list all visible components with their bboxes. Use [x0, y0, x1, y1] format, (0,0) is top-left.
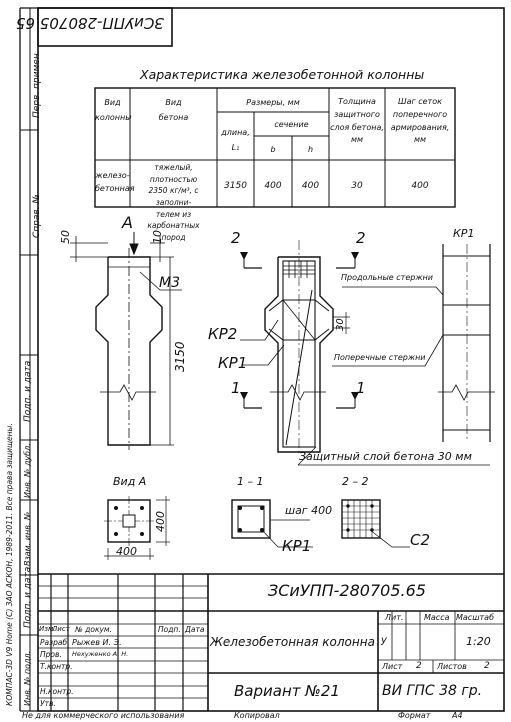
- stamp-razrab: Разраб.: [40, 638, 70, 647]
- table-title: Характеристика железобетонной колонны: [140, 67, 425, 82]
- stamp-nkontr: Н.контр.: [40, 687, 74, 696]
- view-arrow-a-label: A: [122, 213, 133, 232]
- th-length: длина,L₁: [221, 128, 250, 153]
- label-kp2: КР2: [208, 325, 238, 343]
- section-mark-2-right: 2: [356, 229, 366, 247]
- stamp-prov-name: Нехуженко А. Н.: [72, 650, 129, 658]
- side-vzam: Взам. инв. №: [23, 511, 32, 566]
- td-kind: железо-бетонная: [95, 171, 135, 193]
- label-c2: С2: [410, 531, 431, 549]
- stamp-h-data: Дата: [185, 625, 205, 634]
- stamp-group: ВИ ГПС 38 гр.: [382, 683, 483, 699]
- stamp-masshtab: Масштаб: [456, 613, 495, 622]
- section-mark-1-right: 1: [356, 379, 366, 397]
- stamp-code: ЗСиУПП-280705.65: [268, 581, 426, 600]
- stamp-tkontr: Т.контр.: [40, 662, 73, 671]
- td-h: 400: [301, 181, 320, 191]
- stamp-name: Железобетонная колонна: [210, 635, 375, 649]
- th-section: сечение: [274, 120, 309, 129]
- stamp-razrab-name: Рыжев И. Э.: [72, 638, 122, 647]
- td-b: 400: [264, 181, 282, 191]
- stamp-variant: Вариант №21: [234, 682, 340, 700]
- td-mesh: 400: [411, 181, 429, 191]
- stamp-h-izm: Изм.: [39, 625, 56, 633]
- stamp-lit-value: у: [381, 635, 387, 646]
- label-kp1-right: КР1: [453, 227, 475, 240]
- side-podp-data-2: Подп. и дата: [23, 566, 33, 628]
- stamp-prov: Пров.: [40, 650, 62, 659]
- note-step: шаг 400: [285, 504, 333, 517]
- top-code: ЗСиУПП-280705.65: [15, 14, 164, 32]
- stamp-lit: Лит.: [385, 613, 404, 622]
- side-perv: Перв. примен.: [32, 50, 42, 118]
- dim-3150: 3150: [173, 341, 187, 372]
- stamp-listov-value: 2: [484, 661, 490, 671]
- stamp-list-label: Лист: [382, 662, 403, 671]
- footer-format-label: Формат: [398, 711, 431, 720]
- note-cover: Защитный слой бетона 30 мм: [299, 450, 472, 463]
- side-sprav: Справ. №: [32, 194, 42, 238]
- th-b: b: [270, 145, 276, 154]
- side-podp-data-1: Подп. и дата: [23, 360, 33, 422]
- stamp-h-podp: Подп.: [158, 625, 181, 634]
- note-longitudinal: Продольные стержни: [341, 273, 433, 282]
- stamp-h-list: Лист: [52, 625, 70, 633]
- section-mark-1-left: 1: [231, 379, 241, 397]
- dim-50: 50: [59, 230, 72, 244]
- label-kp1-mid: КР1: [218, 354, 248, 372]
- footer-format-value: А4: [452, 711, 463, 720]
- dim-30: 30: [335, 318, 346, 331]
- dim-400-side: 400: [154, 511, 167, 532]
- stamp-scale: 1:20: [466, 635, 491, 648]
- section-2-2-title: 2 – 2: [342, 475, 369, 488]
- th-sizes: Размеры, мм: [246, 98, 300, 107]
- th-h: h: [307, 145, 314, 154]
- side-copyright: КОМПАС-3D V9 Home (С) ЗАО АСКОН, 1989-20…: [5, 423, 14, 706]
- side-inv-dubl: Инв. № дубл.: [23, 443, 32, 498]
- section-1-1-title: 1 – 1: [237, 475, 264, 488]
- footer-kopiroval: Копировал: [234, 711, 280, 720]
- stamp-utv: Утв.: [40, 699, 56, 708]
- td-cover: 30: [351, 181, 363, 191]
- stamp-massa: Масса: [424, 613, 450, 622]
- dim-400-bottom: 400: [116, 545, 137, 558]
- label-kp1-bottom: КР1: [282, 537, 312, 555]
- side-inv-podl: Инв. № подл.: [23, 650, 32, 706]
- section-mark-2-left: 2: [231, 229, 241, 247]
- footer-noncommercial: Не для коммерческого использования: [22, 711, 185, 720]
- label-m3: М3: [159, 275, 180, 291]
- td-length: 3150: [224, 181, 247, 191]
- view-a-title: Вид А: [113, 475, 147, 488]
- stamp-h-ndok: № докум.: [75, 625, 112, 634]
- stamp-listov-label: Листов: [437, 662, 467, 671]
- stamp-list-value: 2: [416, 661, 422, 671]
- dim-10: 10: [151, 230, 164, 244]
- note-transverse: Поперечные стержни: [334, 353, 426, 362]
